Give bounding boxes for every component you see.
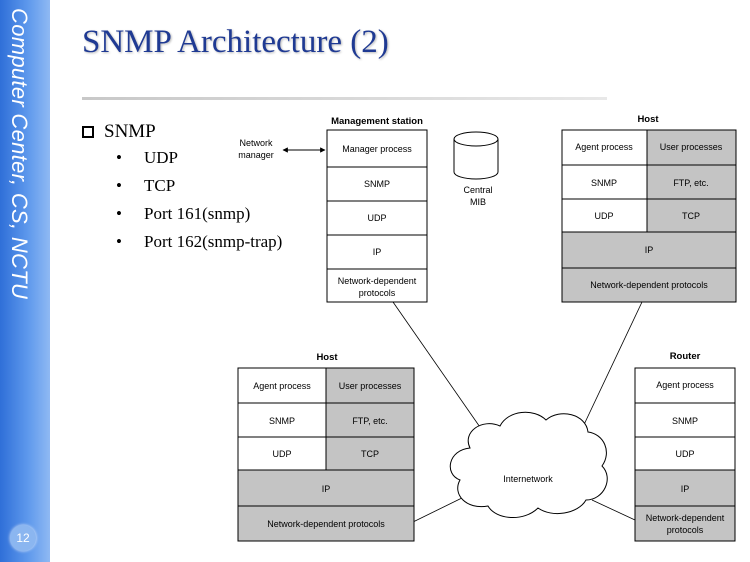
- host-top: Host Agent process User processes SNMP F…: [561, 114, 737, 303]
- link-line: [412, 495, 467, 523]
- title-divider: [82, 97, 607, 100]
- central-mib-line1: Central: [463, 185, 492, 195]
- cell-tcp: TCP: [361, 449, 379, 459]
- bullet-item: •TCP: [82, 172, 282, 200]
- layer-ip: IP: [373, 247, 382, 257]
- cell-tcp: TCP: [682, 211, 700, 221]
- cell-snmp: SNMP: [591, 178, 617, 188]
- slide-title: SNMP Architecture (2): [82, 24, 389, 60]
- network-manager-line1: Network: [239, 138, 273, 148]
- router: Router Agent process SNMP UDP IP Network…: [634, 351, 736, 542]
- cell-user-processes: User processes: [660, 142, 723, 152]
- link-line: [392, 301, 483, 431]
- cell-ip: IP: [681, 484, 690, 494]
- bullet-list: SNMP •UDP •TCP •Port 161(snmp) •Port 162…: [82, 120, 282, 256]
- internetwork-label: Internetwork: [503, 474, 553, 484]
- router-heading: Router: [670, 351, 701, 362]
- bullet-item: •UDP: [82, 144, 282, 172]
- cell-netdep: Network-dependent protocols: [590, 280, 708, 290]
- cell-snmp: SNMP: [269, 416, 295, 426]
- bullet-main-label: SNMP: [104, 121, 156, 142]
- sidebar-label: Computer Center, CS, NCTU: [7, 8, 32, 300]
- dot-bullet-icon: •: [116, 176, 122, 195]
- cell-ip: IP: [322, 484, 331, 494]
- checkbox-bullet-icon: [82, 126, 94, 138]
- central-mib-cylinder-icon: Central MIB: [453, 131, 499, 207]
- cell-agent-process: Agent process: [253, 381, 311, 391]
- cell-ftp: FTP, etc.: [673, 178, 708, 188]
- network-manager-line2: manager: [238, 150, 274, 160]
- dot-bullet-icon: •: [116, 148, 122, 167]
- layer-netdep-line2: protocols: [359, 288, 396, 298]
- cell-ftp: FTP, etc.: [352, 416, 387, 426]
- host-bottom-heading: Host: [316, 352, 338, 363]
- cell-user-processes: User processes: [339, 381, 402, 391]
- internetwork-cloud-icon: Internetwork: [449, 411, 608, 518]
- bullet-item: •Port 161(snmp): [82, 200, 282, 228]
- management-station-heading: Management station: [331, 116, 423, 127]
- cell-udp: UDP: [675, 449, 694, 459]
- cell-udp: UDP: [272, 449, 291, 459]
- dot-bullet-icon: •: [116, 204, 122, 223]
- cell-netdep-line2: protocols: [667, 525, 704, 535]
- layer-udp: UDP: [367, 213, 386, 223]
- cell-netdep: Network-dependent protocols: [267, 519, 385, 529]
- cell-agent-process: Agent process: [656, 380, 714, 390]
- central-mib-line2: MIB: [470, 197, 486, 207]
- network-manager: Network manager: [238, 138, 326, 160]
- cell-ip: IP: [645, 245, 654, 255]
- sidebar: Computer Center, CS, NCTU 12: [0, 0, 50, 562]
- cell-agent-process: Agent process: [575, 142, 633, 152]
- cell-snmp: SNMP: [672, 416, 698, 426]
- host-bottom: Host Agent process User processes SNMP F…: [237, 352, 415, 542]
- page-number-badge: 12: [10, 525, 36, 551]
- cell-udp: UDP: [594, 211, 613, 221]
- layer-netdep-line1: Network-dependent: [338, 276, 417, 286]
- host-top-heading: Host: [637, 114, 659, 125]
- management-station: Management station Manager process SNMP …: [326, 116, 428, 303]
- bullet-main: SNMP: [82, 120, 282, 144]
- layer-snmp: SNMP: [364, 179, 390, 189]
- bullet-item: •Port 162(snmp-trap): [82, 228, 282, 256]
- cell-netdep-line1: Network-dependent: [646, 513, 725, 523]
- dot-bullet-icon: •: [116, 232, 122, 251]
- link-line: [591, 499, 636, 521]
- layer-manager-process: Manager process: [342, 144, 412, 154]
